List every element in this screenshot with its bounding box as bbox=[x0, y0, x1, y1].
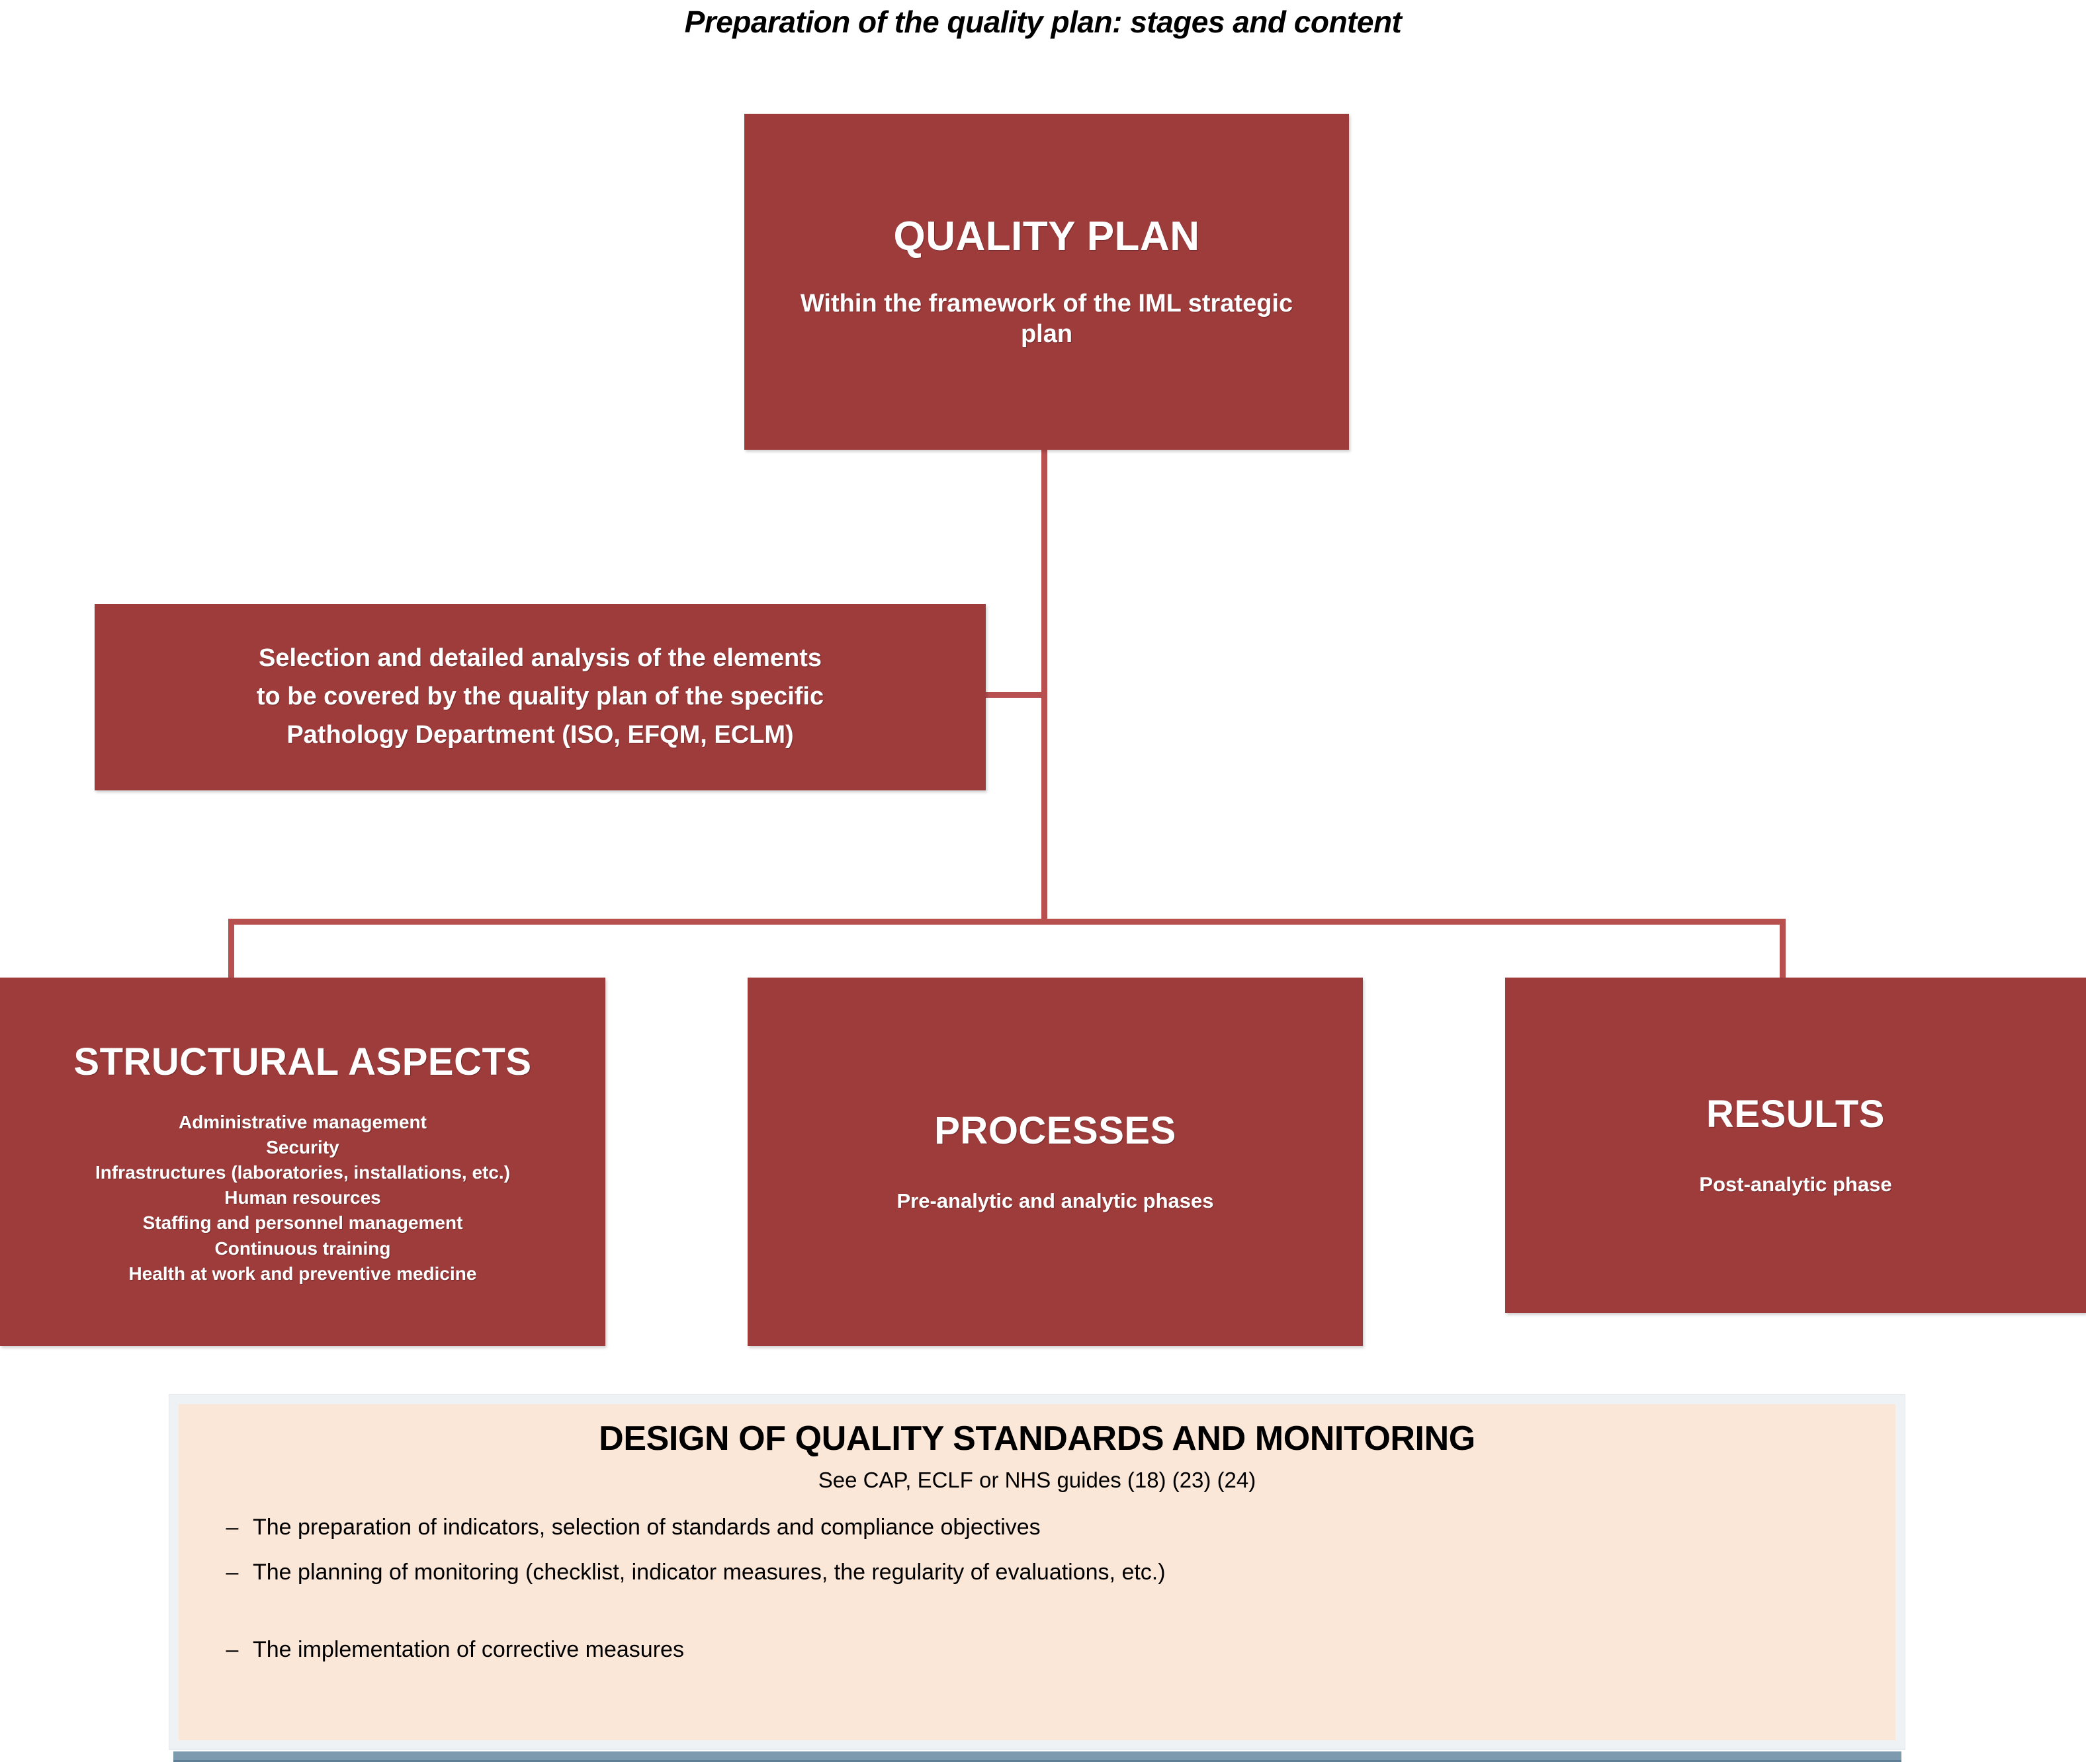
connector-selection-stub bbox=[986, 692, 1044, 698]
dash-bullet-icon: – bbox=[226, 1514, 239, 1540]
list-item: Continuous training bbox=[214, 1238, 391, 1259]
node-selection-line-2: to be covered by the quality plan of the… bbox=[256, 683, 824, 711]
dash-bullet-icon: – bbox=[226, 1636, 239, 1662]
list-item: Administrative management bbox=[178, 1112, 427, 1133]
panel-design-standards: DESIGN OF QUALITY STANDARDS AND MONITORI… bbox=[169, 1394, 1905, 1750]
panel-design-subtitle: See CAP, ECLF or NHS guides (18) (23) (2… bbox=[818, 1468, 1256, 1493]
list-item: – The implementation of corrective measu… bbox=[179, 1636, 1895, 1664]
list-item: Security bbox=[266, 1137, 339, 1158]
list-item: Staffing and personnel management bbox=[142, 1212, 463, 1234]
connector-drop-results bbox=[1780, 919, 1786, 980]
node-structural-aspects: STRUCTURAL ASPECTS Administrative manage… bbox=[0, 978, 605, 1346]
node-processes-subtext: Pre-analytic and analytic phases bbox=[896, 1189, 1214, 1213]
panel-design-list: – The preparation of indicators, selecti… bbox=[179, 1513, 1895, 1664]
connector-drop-structural bbox=[228, 919, 234, 980]
list-item: – The preparation of indicators, selecti… bbox=[179, 1513, 1895, 1542]
connector-horizontal-bus bbox=[228, 919, 1786, 925]
node-selection-line-3: Pathology Department (ISO, EFQM, ECLM) bbox=[286, 720, 794, 749]
list-item-label: The preparation of indicators, selection… bbox=[253, 1514, 1041, 1540]
list-item: Infrastructures (laboratories, installat… bbox=[95, 1162, 511, 1183]
node-results: RESULTS Post-analytic phase bbox=[1505, 978, 2086, 1313]
node-processes-heading: PROCESSES bbox=[934, 1109, 1176, 1152]
node-selection-analysis: Selection and detailed analysis of the e… bbox=[95, 604, 986, 790]
node-structural-items: Administrative management Security Infra… bbox=[95, 1110, 510, 1286]
list-item: Health at work and preventive medicine bbox=[128, 1263, 477, 1284]
node-results-subtext: Post-analytic phase bbox=[1699, 1173, 1892, 1197]
list-item-label: The implementation of corrective measure… bbox=[253, 1636, 684, 1662]
node-processes: PROCESSES Pre-analytic and analytic phas… bbox=[748, 978, 1363, 1346]
connector-trunk-vertical bbox=[1041, 450, 1047, 924]
dash-bullet-icon: – bbox=[226, 1560, 239, 1585]
node-quality-plan-heading: QUALITY PLAN bbox=[893, 213, 1200, 259]
figure-title: Preparation of the quality plan: stages … bbox=[684, 5, 1402, 39]
panel-bottom-bar bbox=[173, 1751, 1901, 1762]
node-quality-plan-subtext: Within the framework of the IML strategi… bbox=[800, 289, 1293, 349]
list-item-label: The planning of monitoring (checklist, i… bbox=[253, 1560, 1166, 1585]
panel-design-title: DESIGN OF QUALITY STANDARDS AND MONITORI… bbox=[599, 1419, 1475, 1458]
node-results-heading: RESULTS bbox=[1706, 1092, 1885, 1136]
list-item: – The planning of monitoring (checklist,… bbox=[179, 1558, 1895, 1587]
panel-design-inner: DESIGN OF QUALITY STANDARDS AND MONITORI… bbox=[179, 1404, 1895, 1740]
node-selection-line-1: Selection and detailed analysis of the e… bbox=[258, 644, 822, 673]
list-item: Human resources bbox=[224, 1187, 381, 1208]
node-structural-heading: STRUCTURAL ASPECTS bbox=[73, 1040, 532, 1084]
node-quality-plan: QUALITY PLAN Within the framework of the… bbox=[744, 114, 1349, 450]
